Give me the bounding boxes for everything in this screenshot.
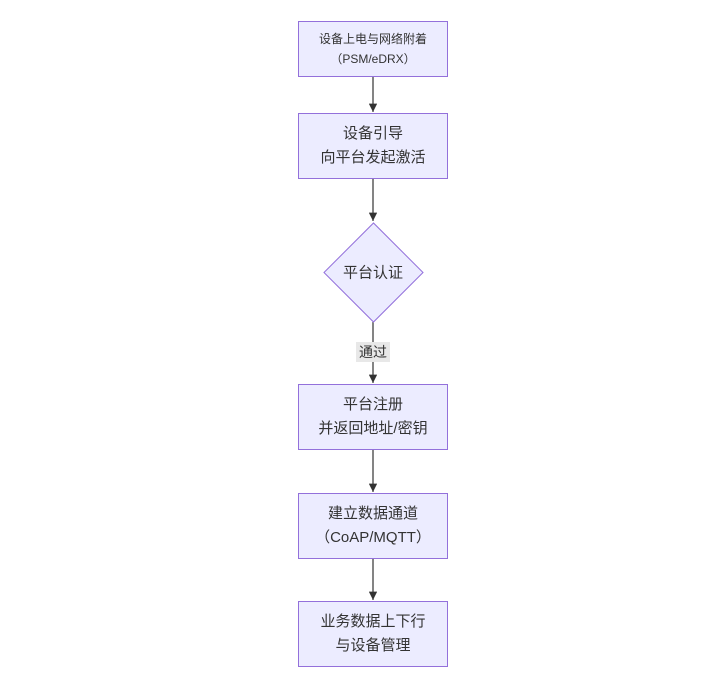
node-power-network-attach: 设备上电与网络附着 （PSM/eDRX） [298, 21, 448, 77]
node-device-bootstrap: 设备引导 向平台发起激活 [298, 113, 448, 179]
node-platform-register: 平台注册 并返回地址/密钥 [298, 384, 448, 450]
node-business-data-line2: 与设备管理 [335, 637, 411, 654]
edge-label-pass: 通过 [356, 342, 390, 362]
node-power-network-attach-line2: （PSM/eDRX） [330, 52, 416, 66]
node-data-channel-line1: 建立数据通道 [327, 505, 418, 522]
node-device-bootstrap-line1: 设备引导 [342, 125, 403, 142]
node-business-data: 业务数据上下行 与设备管理 [298, 601, 448, 667]
node-platform-register-line1: 平台注册 [342, 396, 403, 413]
node-platform-register-line2: 并返回地址/密钥 [318, 420, 428, 437]
node-power-network-attach-line1: 设备上电与网络附着 [318, 32, 427, 46]
node-business-data-line1: 业务数据上下行 [320, 613, 426, 630]
node-data-channel: 建立数据通道 （CoAP/MQTT） [298, 493, 448, 559]
node-data-channel-line2: （CoAP/MQTT） [315, 529, 431, 546]
node-platform-auth-label: 平台认证 [342, 264, 404, 282]
node-device-bootstrap-line2: 向平台发起激活 [320, 149, 426, 166]
